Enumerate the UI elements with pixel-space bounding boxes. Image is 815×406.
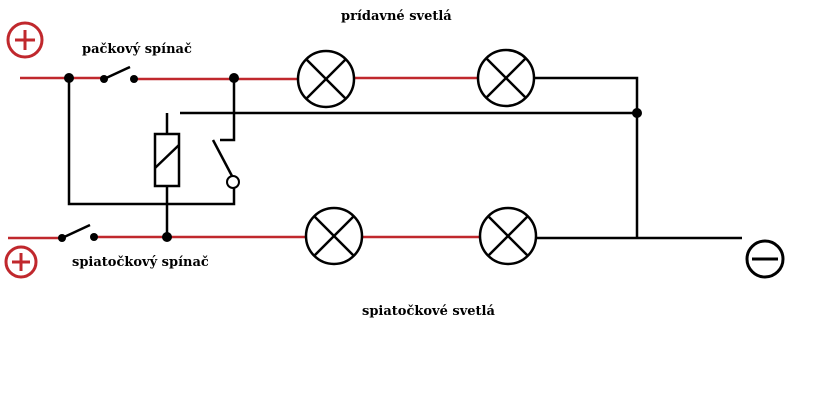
plus-terminal-icon (4, 245, 38, 279)
relay-coil-icon (153, 132, 181, 188)
top-positive-wire (20, 76, 478, 81)
ground-and-control-wires (67, 76, 742, 240)
extra-lights-label: prídavné svetlá (341, 9, 452, 24)
plus-terminal-icon (6, 21, 44, 59)
reverse-lights-label: spiatočkové svetlá (362, 304, 495, 319)
reverse-switch-label: spiatočkový spínač (72, 255, 209, 270)
lever-switch-icon (100, 65, 138, 83)
lamp-icon (304, 206, 364, 266)
lamp-icon (296, 49, 356, 109)
minus-terminal-icon (745, 239, 785, 279)
lamp-icon (478, 206, 538, 266)
relay-contact-icon (211, 139, 240, 189)
bottom-positive-wire (8, 235, 480, 240)
reverse-switch-icon (58, 223, 98, 242)
lamp-icon (476, 48, 536, 108)
junction-dots (64, 73, 642, 242)
lever-switch-label: pačkový spínač (82, 42, 192, 57)
